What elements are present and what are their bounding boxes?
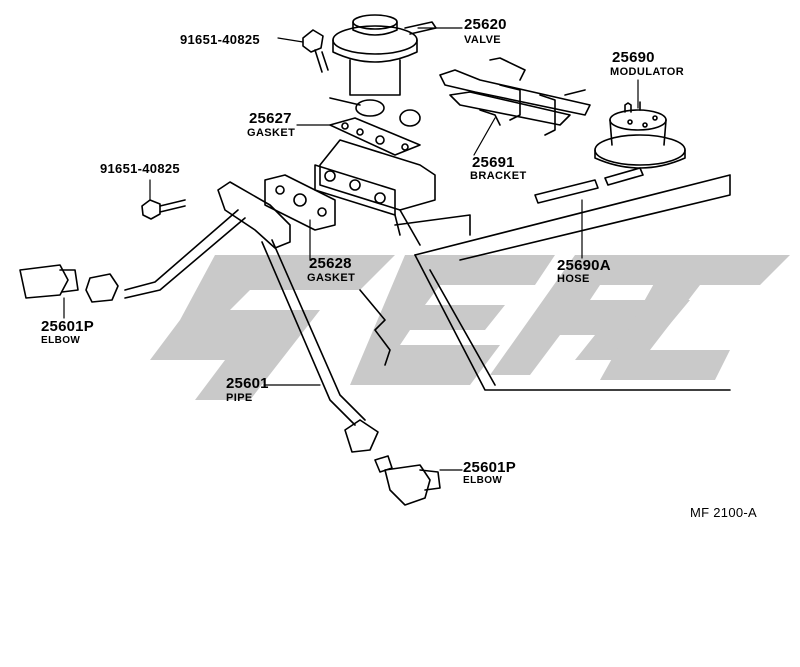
- pipe-nut-drawing: [85, 273, 393, 473]
- label-valve-name: VALVE: [464, 34, 502, 46]
- label-elbow-right-number: 25601P: [463, 459, 516, 476]
- engine-panel: [359, 174, 731, 391]
- leader-lines: [63, 27, 639, 471]
- hose-drawing: [534, 167, 644, 204]
- modulator-drawing: [594, 101, 686, 169]
- label-bracket-number: 25691: [472, 154, 515, 171]
- label-modulator-number: 25690: [612, 49, 655, 66]
- egr-valve-drawing: [329, 14, 437, 127]
- label-hose-name: HOSE: [557, 273, 590, 285]
- label-gasket-lower-name: GASKET: [307, 272, 356, 284]
- label-gasket-lower-number: 25628: [309, 255, 352, 272]
- gasket-upper-drawing: [329, 117, 421, 156]
- label-gasket-upper-number: 25627: [249, 110, 292, 127]
- label-pipe-number: 25601: [226, 375, 269, 392]
- gasket-lower-drawing: [264, 174, 336, 231]
- label-elbow-left-name: ELBOW: [41, 335, 81, 346]
- label-gasket-upper-name: GASKET: [247, 127, 296, 139]
- label-modulator-name: MODULATOR: [610, 66, 685, 78]
- manifold-block-drawing: [314, 139, 436, 236]
- bracket-drawing: [439, 57, 591, 136]
- elbow-left-drawing: [19, 264, 79, 299]
- bolt-top-drawing: [302, 29, 329, 73]
- label-pipe-name: PIPE: [226, 392, 253, 404]
- figure-code: MF 2100-A: [690, 505, 758, 520]
- label-elbow-left-number: 25601P: [41, 318, 94, 335]
- watermark-logo: [150, 255, 790, 400]
- bolt-left-drawing: [141, 199, 186, 220]
- label-bracket-name: BRACKET: [470, 170, 527, 182]
- pipe-drawing: [124, 181, 366, 426]
- elbow-right-drawing: [384, 464, 441, 506]
- label-hose-number: 25690A: [557, 257, 611, 274]
- label-valve-number: 25620: [464, 16, 507, 33]
- label-elbow-right-name: ELBOW: [463, 475, 503, 486]
- label-bolt-top-number: 91651-40825: [180, 32, 260, 47]
- label-bolt-left-number: 91651-40825: [100, 161, 180, 176]
